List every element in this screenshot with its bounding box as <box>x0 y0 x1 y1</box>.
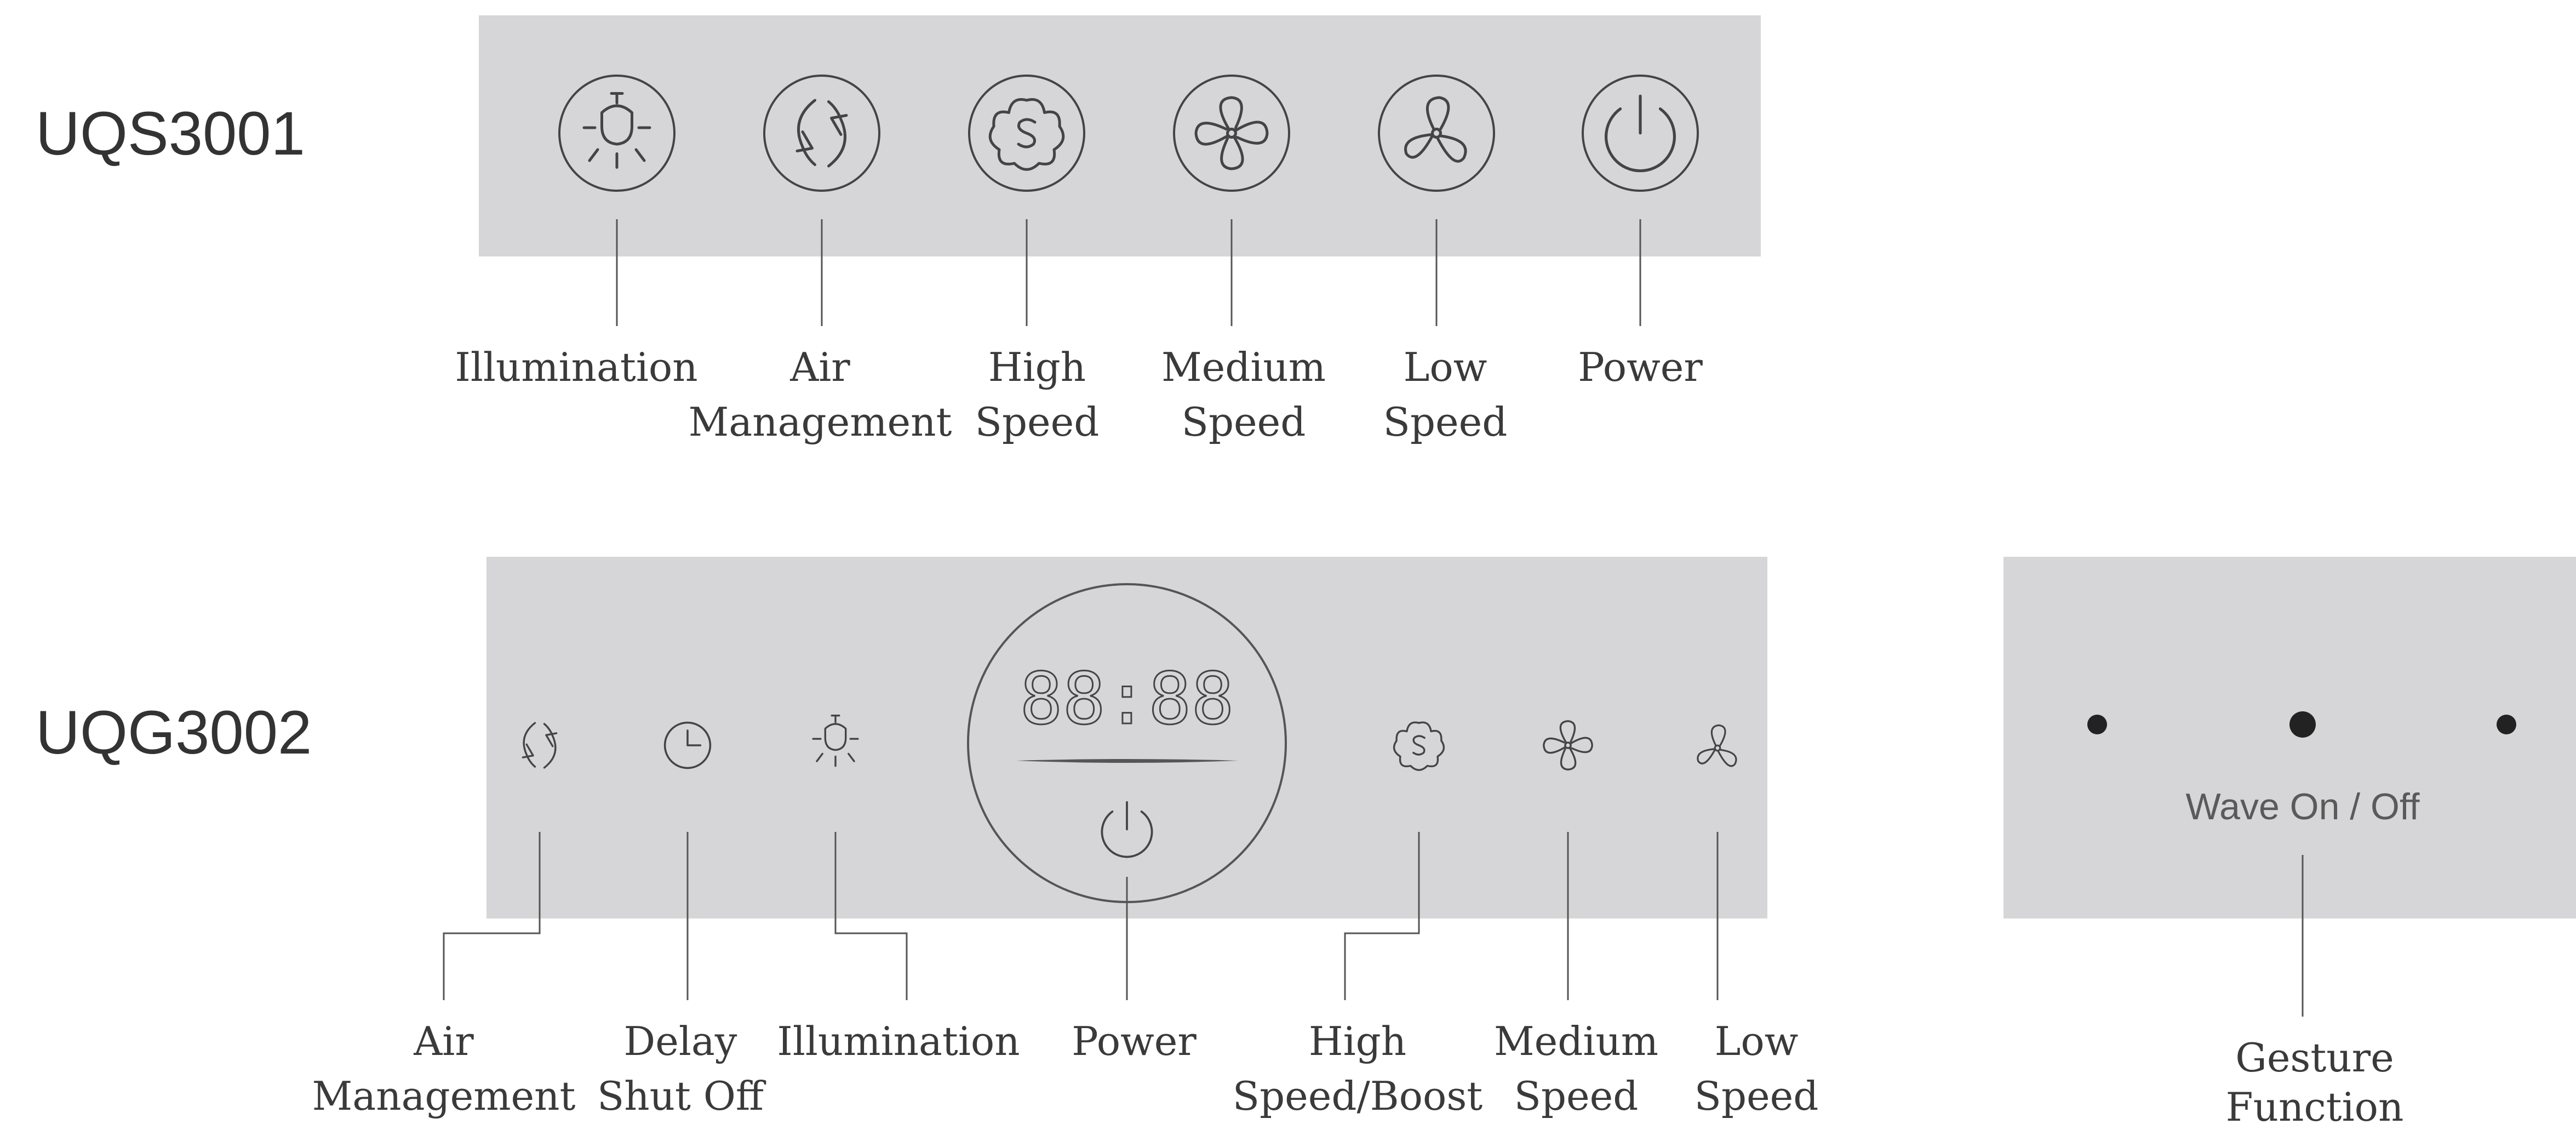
button-label: Delay <box>624 1018 737 1064</box>
button-label: Speed <box>1182 399 1306 445</box>
button-label: Shut Off <box>597 1073 766 1119</box>
button-label: Air <box>789 344 850 390</box>
power-button[interactable] <box>1582 75 1699 192</box>
air-management-button[interactable] <box>507 712 573 778</box>
medium-speed-button[interactable] <box>1173 75 1290 192</box>
button-label: Speed <box>1514 1073 1639 1119</box>
button-label: High <box>1309 1018 1406 1064</box>
button-label: Power <box>1072 1018 1197 1064</box>
button-label: Power <box>1578 344 1703 390</box>
button-label: Low <box>1715 1018 1799 1064</box>
button-label: Speed <box>1383 399 1508 445</box>
button-label: Speed/Boost <box>1233 1073 1483 1119</box>
sensor-dot <box>2289 711 2316 738</box>
button-label: Low <box>1404 344 1487 390</box>
sensor-dot <box>2497 715 2516 734</box>
high-speed-button[interactable] <box>968 75 1085 192</box>
control-panel <box>479 15 1761 256</box>
timer-display: 88:88 <box>1020 657 1234 740</box>
gesture-label: Function <box>2226 1084 2404 1124</box>
divider-line <box>1016 759 1238 763</box>
button-label: Air <box>413 1018 474 1064</box>
button-label: Management <box>689 399 952 445</box>
button-label: Illumination <box>777 1018 1020 1064</box>
button-label: Illumination <box>455 344 697 390</box>
button-label: High <box>988 344 1086 390</box>
gesture-panel[interactable] <box>2003 557 2576 918</box>
low-speed-button[interactable] <box>1378 75 1495 192</box>
button-label: Medium <box>1494 1018 1658 1064</box>
gesture-label: Gesture <box>2235 1035 2394 1081</box>
high-speed-boost-button[interactable] <box>1386 712 1452 778</box>
air-management-button[interactable] <box>763 75 880 192</box>
illumination-button[interactable] <box>558 75 676 192</box>
sensor-dot <box>2087 715 2107 734</box>
button-label: Management <box>312 1073 576 1119</box>
low-speed-button[interactable] <box>1685 715 1750 781</box>
illumination-button[interactable] <box>803 710 868 775</box>
model-name: UQG3002 <box>36 698 312 767</box>
medium-speed-button[interactable] <box>1535 712 1601 778</box>
button-label: Speed <box>1695 1073 1819 1119</box>
wave-instruction: Wave On / Off <box>2185 786 2419 828</box>
delay-shut-off-button[interactable] <box>655 712 720 778</box>
button-label: Speed <box>975 399 1100 445</box>
power-button[interactable] <box>1094 797 1160 863</box>
button-label: Medium <box>1161 344 1326 390</box>
model-name: UQS3001 <box>36 99 305 168</box>
